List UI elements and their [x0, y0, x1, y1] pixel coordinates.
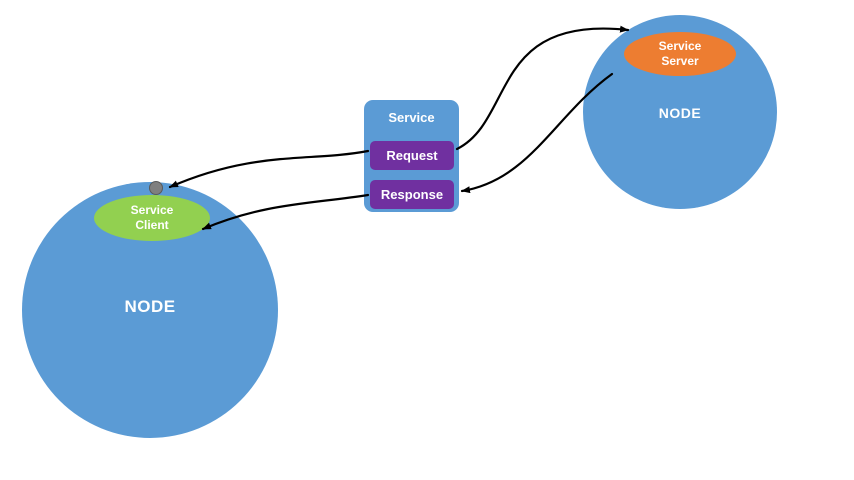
service-server-ellipse: Service Server [624, 32, 736, 76]
response-box: Response [370, 180, 454, 209]
request-box: Request [370, 141, 454, 170]
request-box-to-client-node-arrow [168, 149, 370, 189]
connection-dot [149, 181, 163, 195]
service-client-ellipse: Service Client [94, 195, 210, 241]
left-node-label: NODE [124, 297, 176, 316]
response-label: Response [380, 187, 444, 202]
request-label: Request [386, 148, 438, 163]
service-title: Service [388, 110, 435, 125]
service-server-label: Service Server [658, 39, 702, 68]
right-node-label: NODE [658, 105, 702, 121]
service-client-label: Service Client [130, 203, 174, 232]
